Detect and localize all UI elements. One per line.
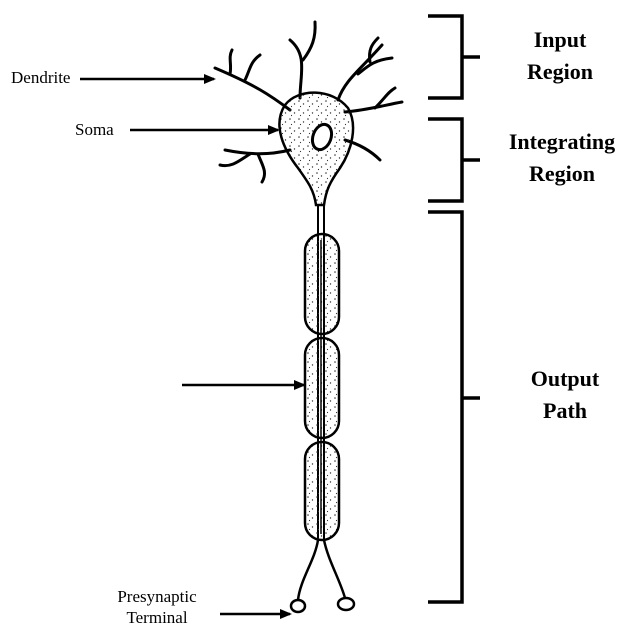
soma-label: Soma <box>75 121 114 138</box>
myelin-sheath-3 <box>305 442 339 540</box>
integrating-region-line2: Region <box>495 158 629 190</box>
terminal-label: Terminal <box>113 609 201 626</box>
myelin-sheath-2 <box>305 338 339 438</box>
integrating-bracket <box>428 119 480 201</box>
output-path-line2: Path <box>500 395 629 427</box>
integrating-region-line1: Integrating <box>495 126 629 158</box>
input-bracket <box>428 16 480 98</box>
integrating-region-label: Integrating Region <box>495 126 629 190</box>
presynaptic-label: Presynaptic <box>107 588 207 605</box>
input-region-line2: Region <box>495 56 625 88</box>
output-path-line1: Output <box>500 363 629 395</box>
input-region-label: Input Region <box>495 24 625 88</box>
output-path-label: Output Path <box>500 363 629 427</box>
output-bracket <box>428 212 480 602</box>
input-region-line1: Input <box>495 24 625 56</box>
myelin-sheath-1 <box>305 234 339 334</box>
presynaptic-terminals <box>298 540 345 600</box>
region-brackets <box>428 16 480 602</box>
dendrite-label: Dendrite <box>11 69 70 86</box>
